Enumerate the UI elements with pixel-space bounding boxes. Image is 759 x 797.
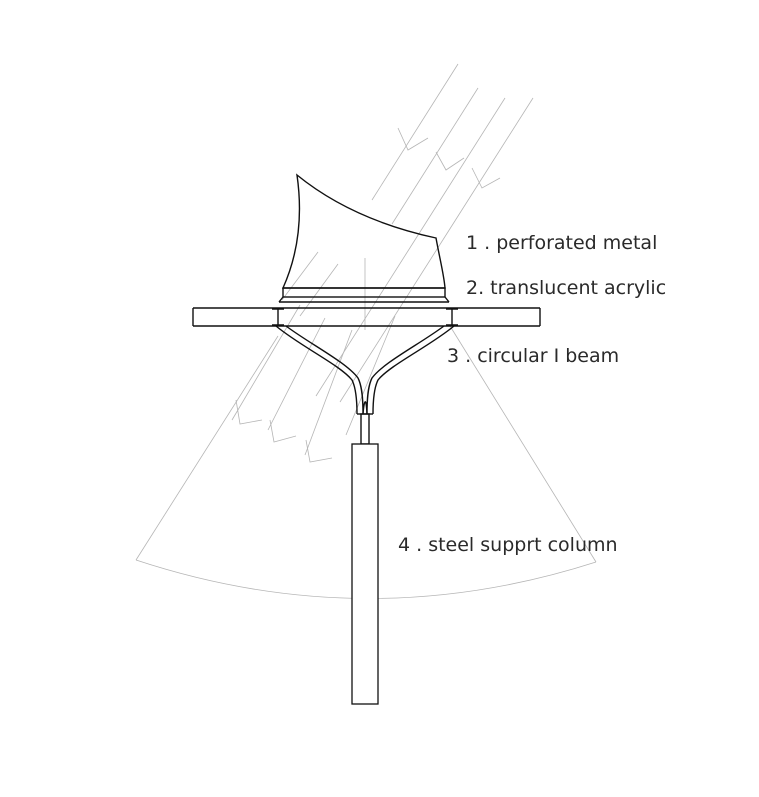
airflow-line bbox=[371, 63, 459, 201]
label-translucent-acrylic: 2. translucent acrylic bbox=[466, 277, 666, 299]
arrow-chevron-icon bbox=[235, 399, 263, 425]
steel-support-column bbox=[351, 443, 379, 705]
fan-edge-right bbox=[449, 325, 597, 563]
branch-left-inner bbox=[285, 325, 364, 415]
airflow-line bbox=[267, 317, 326, 431]
airflow-line bbox=[345, 315, 396, 436]
airflow-line bbox=[419, 97, 506, 233]
perforated-metal-shell bbox=[281, 173, 446, 289]
perforated-metal-panel bbox=[281, 173, 446, 289]
branch-left-outer bbox=[275, 325, 358, 415]
acrylic-edge bbox=[444, 296, 450, 303]
circular-i-beam bbox=[275, 325, 455, 445]
airflow-line bbox=[315, 231, 421, 397]
arrow-chevron-icon bbox=[397, 127, 429, 151]
labels: 1 . perforated metal 2. translucent acry… bbox=[398, 232, 666, 556]
arrow-chevron-icon bbox=[435, 151, 465, 171]
airflow-line bbox=[339, 234, 447, 403]
branch-crotch bbox=[362, 401, 368, 415]
label-perforated-metal: 1 . perforated metal bbox=[466, 232, 657, 254]
arrow-chevron-icon bbox=[269, 419, 297, 443]
horizontal-beams bbox=[192, 307, 541, 327]
i-beam-connector-right bbox=[446, 308, 458, 326]
column-shaft bbox=[351, 443, 379, 705]
airflow-line bbox=[391, 87, 479, 225]
i-beam-connector-left bbox=[272, 308, 284, 326]
airflow-line bbox=[445, 97, 534, 236]
label-circular-i-beam: 3 . circular I beam bbox=[447, 345, 619, 367]
acrylic-edge bbox=[278, 296, 284, 303]
acrylic-sheet bbox=[282, 287, 446, 298]
branch-right-outer bbox=[372, 325, 455, 415]
arrow-chevron-icon bbox=[471, 167, 501, 189]
translucent-acrylic bbox=[278, 287, 450, 303]
fan-edge-left bbox=[135, 335, 279, 561]
label-steel-support-column: 4 . steel supprt column bbox=[398, 534, 618, 556]
branch-right-inner bbox=[366, 325, 445, 415]
airflow-lines bbox=[231, 63, 534, 463]
airflow-line bbox=[231, 304, 301, 421]
column-neck bbox=[360, 413, 370, 445]
arrow-chevron-icon bbox=[305, 439, 333, 463]
airflow-line bbox=[304, 329, 353, 456]
airflow-line bbox=[281, 251, 319, 301]
